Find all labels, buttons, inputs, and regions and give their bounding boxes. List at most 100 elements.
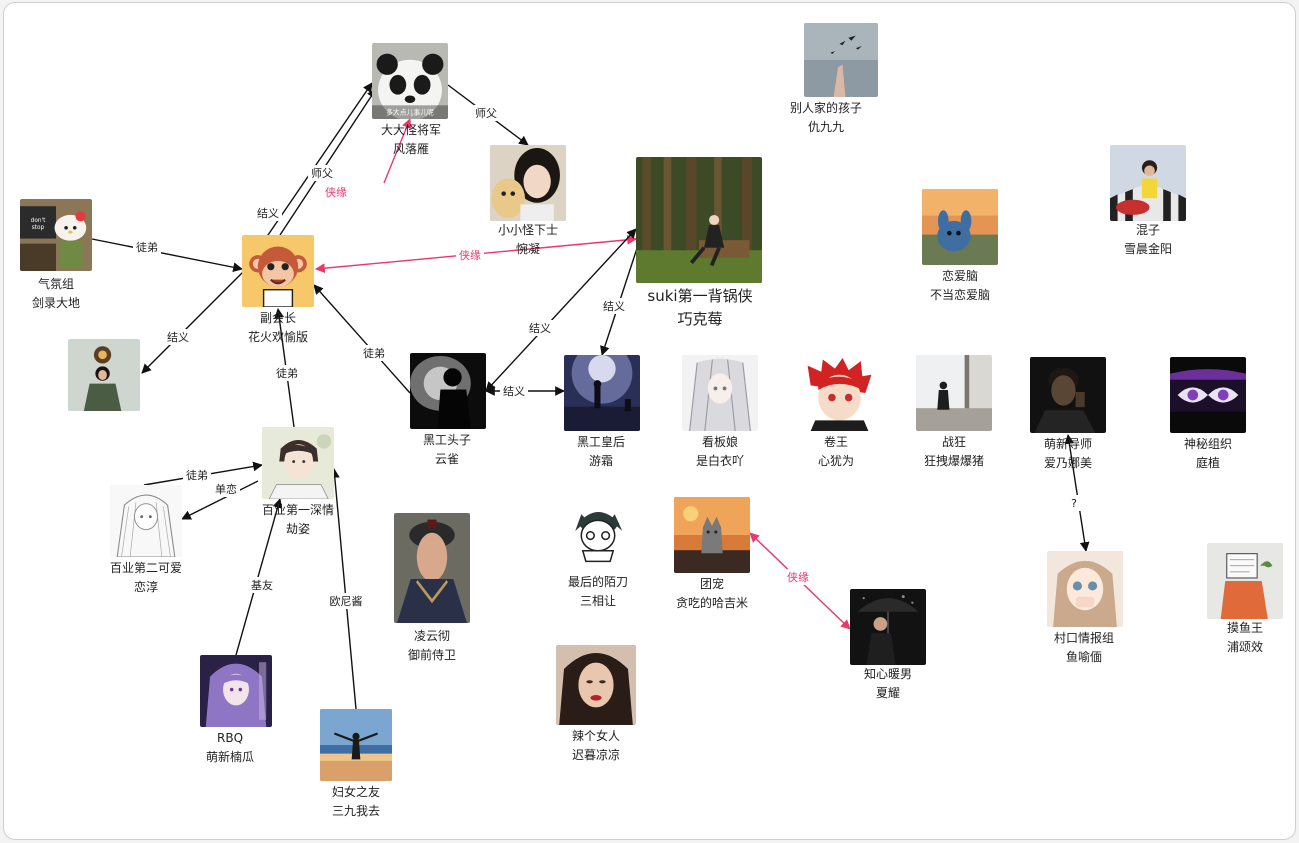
node-label: 知心暖男夏耀 <box>864 665 912 703</box>
umbrella-man-avatar[interactable] <box>850 589 926 665</box>
cat-avatar[interactable] <box>674 497 750 573</box>
edge-label-bg <box>308 165 336 181</box>
edge-label-bg <box>600 298 628 314</box>
panda-avatar[interactable]: 多大点儿事儿呢 <box>372 43 448 119</box>
stage-avatar[interactable] <box>564 355 640 431</box>
node-title: 百业第二可爱 <box>109 561 183 575</box>
node-subtitle: 庭植 <box>1195 456 1221 470</box>
edge-line[interactable] <box>329 468 357 710</box>
node-label: 卷王心犹为 <box>818 433 854 471</box>
svg-text:多大点儿事儿呢: 多大点儿事儿呢 <box>386 107 434 116</box>
node-label: 气氛组剑录大地 <box>32 275 80 313</box>
edge-label: 徒弟 <box>136 240 158 254</box>
birds-hand-avatar[interactable] <box>804 23 878 97</box>
node-subtitle: 云雀 <box>434 452 460 466</box>
node-subtitle: 剑录大地 <box>31 296 81 310</box>
node-title: 战狂 <box>941 435 967 449</box>
node-label: suki第一背锅侠巧克莓 <box>647 285 752 331</box>
node-title: 知心暖男 <box>863 667 913 681</box>
kid-avatar[interactable] <box>1110 145 1186 221</box>
white-hair-avatar[interactable] <box>682 355 758 431</box>
chibi-avatar[interactable] <box>560 493 636 569</box>
node-subtitle: 巧克莓 <box>677 310 723 328</box>
edge-line[interactable] <box>749 532 851 630</box>
anime-man-avatar[interactable] <box>262 427 334 499</box>
girl-avatar[interactable] <box>490 145 566 221</box>
edge-line[interactable] <box>181 480 259 520</box>
forest-avatar[interactable] <box>636 157 762 283</box>
edge-label-bg <box>248 577 276 593</box>
node-subtitle: 贪吃的哈吉米 <box>675 596 749 610</box>
edge-label-bg <box>273 365 301 381</box>
edge-line[interactable] <box>141 272 243 374</box>
node-label: 百业第二可爱恋淳 <box>110 559 182 597</box>
node-title: 最后的陌刀 <box>567 575 629 589</box>
doll-avatar[interactable] <box>1047 551 1123 627</box>
node-subtitle: 夏耀 <box>875 686 901 700</box>
edge-line[interactable] <box>279 88 377 236</box>
fish-king-avatar[interactable] <box>1207 543 1283 619</box>
node-label: 团宠贪吃的哈吉米 <box>676 575 748 613</box>
shadow-avatar[interactable] <box>410 353 486 429</box>
node-title: 恋爱脑 <box>941 269 979 283</box>
node-title: RBQ <box>216 731 244 745</box>
sea-man-avatar[interactable] <box>320 709 392 781</box>
monkey-avatar[interactable] <box>242 235 314 307</box>
red-hair-avatar[interactable] <box>800 355 876 431</box>
purple-girl-avatar[interactable] <box>200 655 272 727</box>
node-label: 别人家的孩子仇九九 <box>790 99 862 137</box>
node-subtitle: 三九我去 <box>331 804 381 818</box>
node-subtitle: 浦颂效 <box>1226 640 1264 654</box>
man-dark-avatar[interactable] <box>1030 357 1106 433</box>
qing-guard-avatar[interactable] <box>394 513 470 623</box>
node-title: 别人家的孩子 <box>789 101 863 115</box>
node-title: suki第一背锅侠 <box>647 287 753 305</box>
node-label: 恋爱脑不当恋爱脑 <box>930 267 990 305</box>
edge-line[interactable] <box>315 234 637 274</box>
node-title: 混子 <box>1135 223 1161 237</box>
svg-text:don't: don't <box>31 218 46 224</box>
edge-label-bg <box>784 569 812 585</box>
relationship-canvas: 师父侠缘侠缘徒弟结义师父结义徒弟结义结义结义徒弟徒弟单恋基友欧尼酱侠缘? 多大点… <box>3 2 1296 840</box>
edge-label: 侠缘 <box>787 571 809 584</box>
edge-line[interactable] <box>91 238 243 273</box>
stitch-avatar[interactable] <box>922 189 998 265</box>
node-title: 辣个女人 <box>571 729 621 743</box>
node-label: 妇女之友三九我去 <box>332 783 380 821</box>
node-title: 妇女之友 <box>331 785 381 799</box>
edge-label: 基友 <box>251 578 273 592</box>
edge-line[interactable] <box>313 284 411 394</box>
node-label: 看板娘是白衣吖 <box>696 433 744 471</box>
node-title: 村口情报组 <box>1053 631 1115 645</box>
woman-avatar[interactable] <box>556 645 636 725</box>
purple-eyes-avatar[interactable] <box>1170 357 1246 433</box>
edge-label: 单恋 <box>215 482 237 496</box>
edge-label: 侠缘 <box>459 249 481 262</box>
sketch-girl-avatar[interactable] <box>110 485 182 557</box>
edge-label-bg <box>322 184 350 200</box>
edge-label: 徒弟 <box>186 468 208 482</box>
edge-label: 结义 <box>167 331 189 344</box>
edge-label: 结义 <box>257 207 279 220</box>
window-avatar[interactable] <box>916 355 992 431</box>
node-subtitle: 惋凝 <box>515 242 541 256</box>
node-label: 村口情报组鱼喻偭 <box>1054 629 1114 667</box>
node-title: 黑工皇后 <box>576 435 626 449</box>
edge-line[interactable] <box>143 461 263 486</box>
edge-line[interactable] <box>447 84 529 146</box>
node-subtitle: 鱼喻偭 <box>1065 650 1103 664</box>
edge-label-bg <box>254 205 282 221</box>
node-subtitle: 狂拽爆爆猪 <box>923 454 985 468</box>
node-label: 摸鱼王浦颂效 <box>1227 619 1263 657</box>
edge-label-bg <box>326 593 366 609</box>
edge-label: 侠缘 <box>325 186 347 199</box>
node-subtitle: 不当恋爱脑 <box>929 288 991 302</box>
node-label: 大大怪将军风落雁 <box>381 121 441 159</box>
node-title: 卷王 <box>823 435 849 449</box>
lady-painting-avatar[interactable] <box>68 339 140 411</box>
svg-text:stop: stop <box>32 225 45 231</box>
node-subtitle: 迟暮凉凉 <box>571 748 621 762</box>
node-title: 气氛组 <box>37 277 75 291</box>
